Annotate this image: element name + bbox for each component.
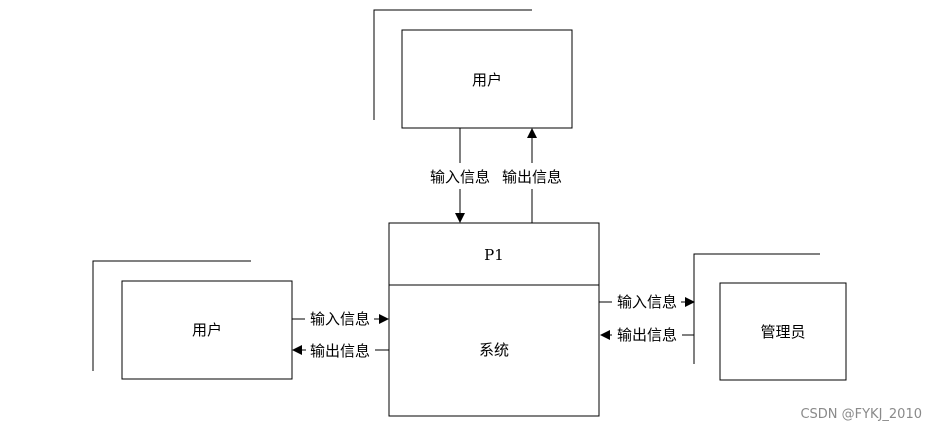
- top-entity-label: 用户: [472, 71, 502, 89]
- left-entity-user: 用户: [92, 260, 293, 380]
- top-entity-box: [401, 29, 573, 129]
- process-id: P1: [484, 246, 504, 264]
- flow-top-in: 输入信息: [430, 128, 490, 223]
- process-box: [388, 222, 600, 417]
- flow-right-in-label: 输入信息: [617, 293, 677, 311]
- flow-top-in-label: 输入信息: [430, 168, 490, 186]
- top-entity-user: 用户: [373, 9, 573, 129]
- right-entity-admin: 管理员: [693, 253, 847, 381]
- left-entity-box: [121, 280, 293, 380]
- right-entity-box: [719, 282, 847, 381]
- flow-right-out-label: 输出信息: [617, 326, 677, 344]
- left-entity-shadow: [92, 260, 251, 371]
- flow-left-in-label: 输入信息: [310, 310, 370, 328]
- top-entity-shadow: [373, 9, 532, 120]
- process-p1: P1 系统: [388, 222, 600, 417]
- process-name: 系统: [479, 341, 509, 359]
- flow-left-out-label: 输出信息: [310, 342, 370, 360]
- watermark: CSDN @FYKJ_2010: [800, 407, 922, 422]
- right-entity-shadow: [693, 253, 820, 364]
- flow-left-in: 输入信息: [292, 310, 389, 328]
- flow-right-out: 输出信息: [600, 326, 694, 344]
- flow-left-out: 输出信息: [292, 342, 389, 360]
- flow-top-out-label: 输出信息: [502, 168, 562, 186]
- flow-right-in: 输入信息: [599, 293, 695, 311]
- flow-top-out: 输出信息: [502, 128, 562, 223]
- right-entity-label: 管理员: [760, 323, 805, 341]
- left-entity-label: 用户: [192, 321, 222, 339]
